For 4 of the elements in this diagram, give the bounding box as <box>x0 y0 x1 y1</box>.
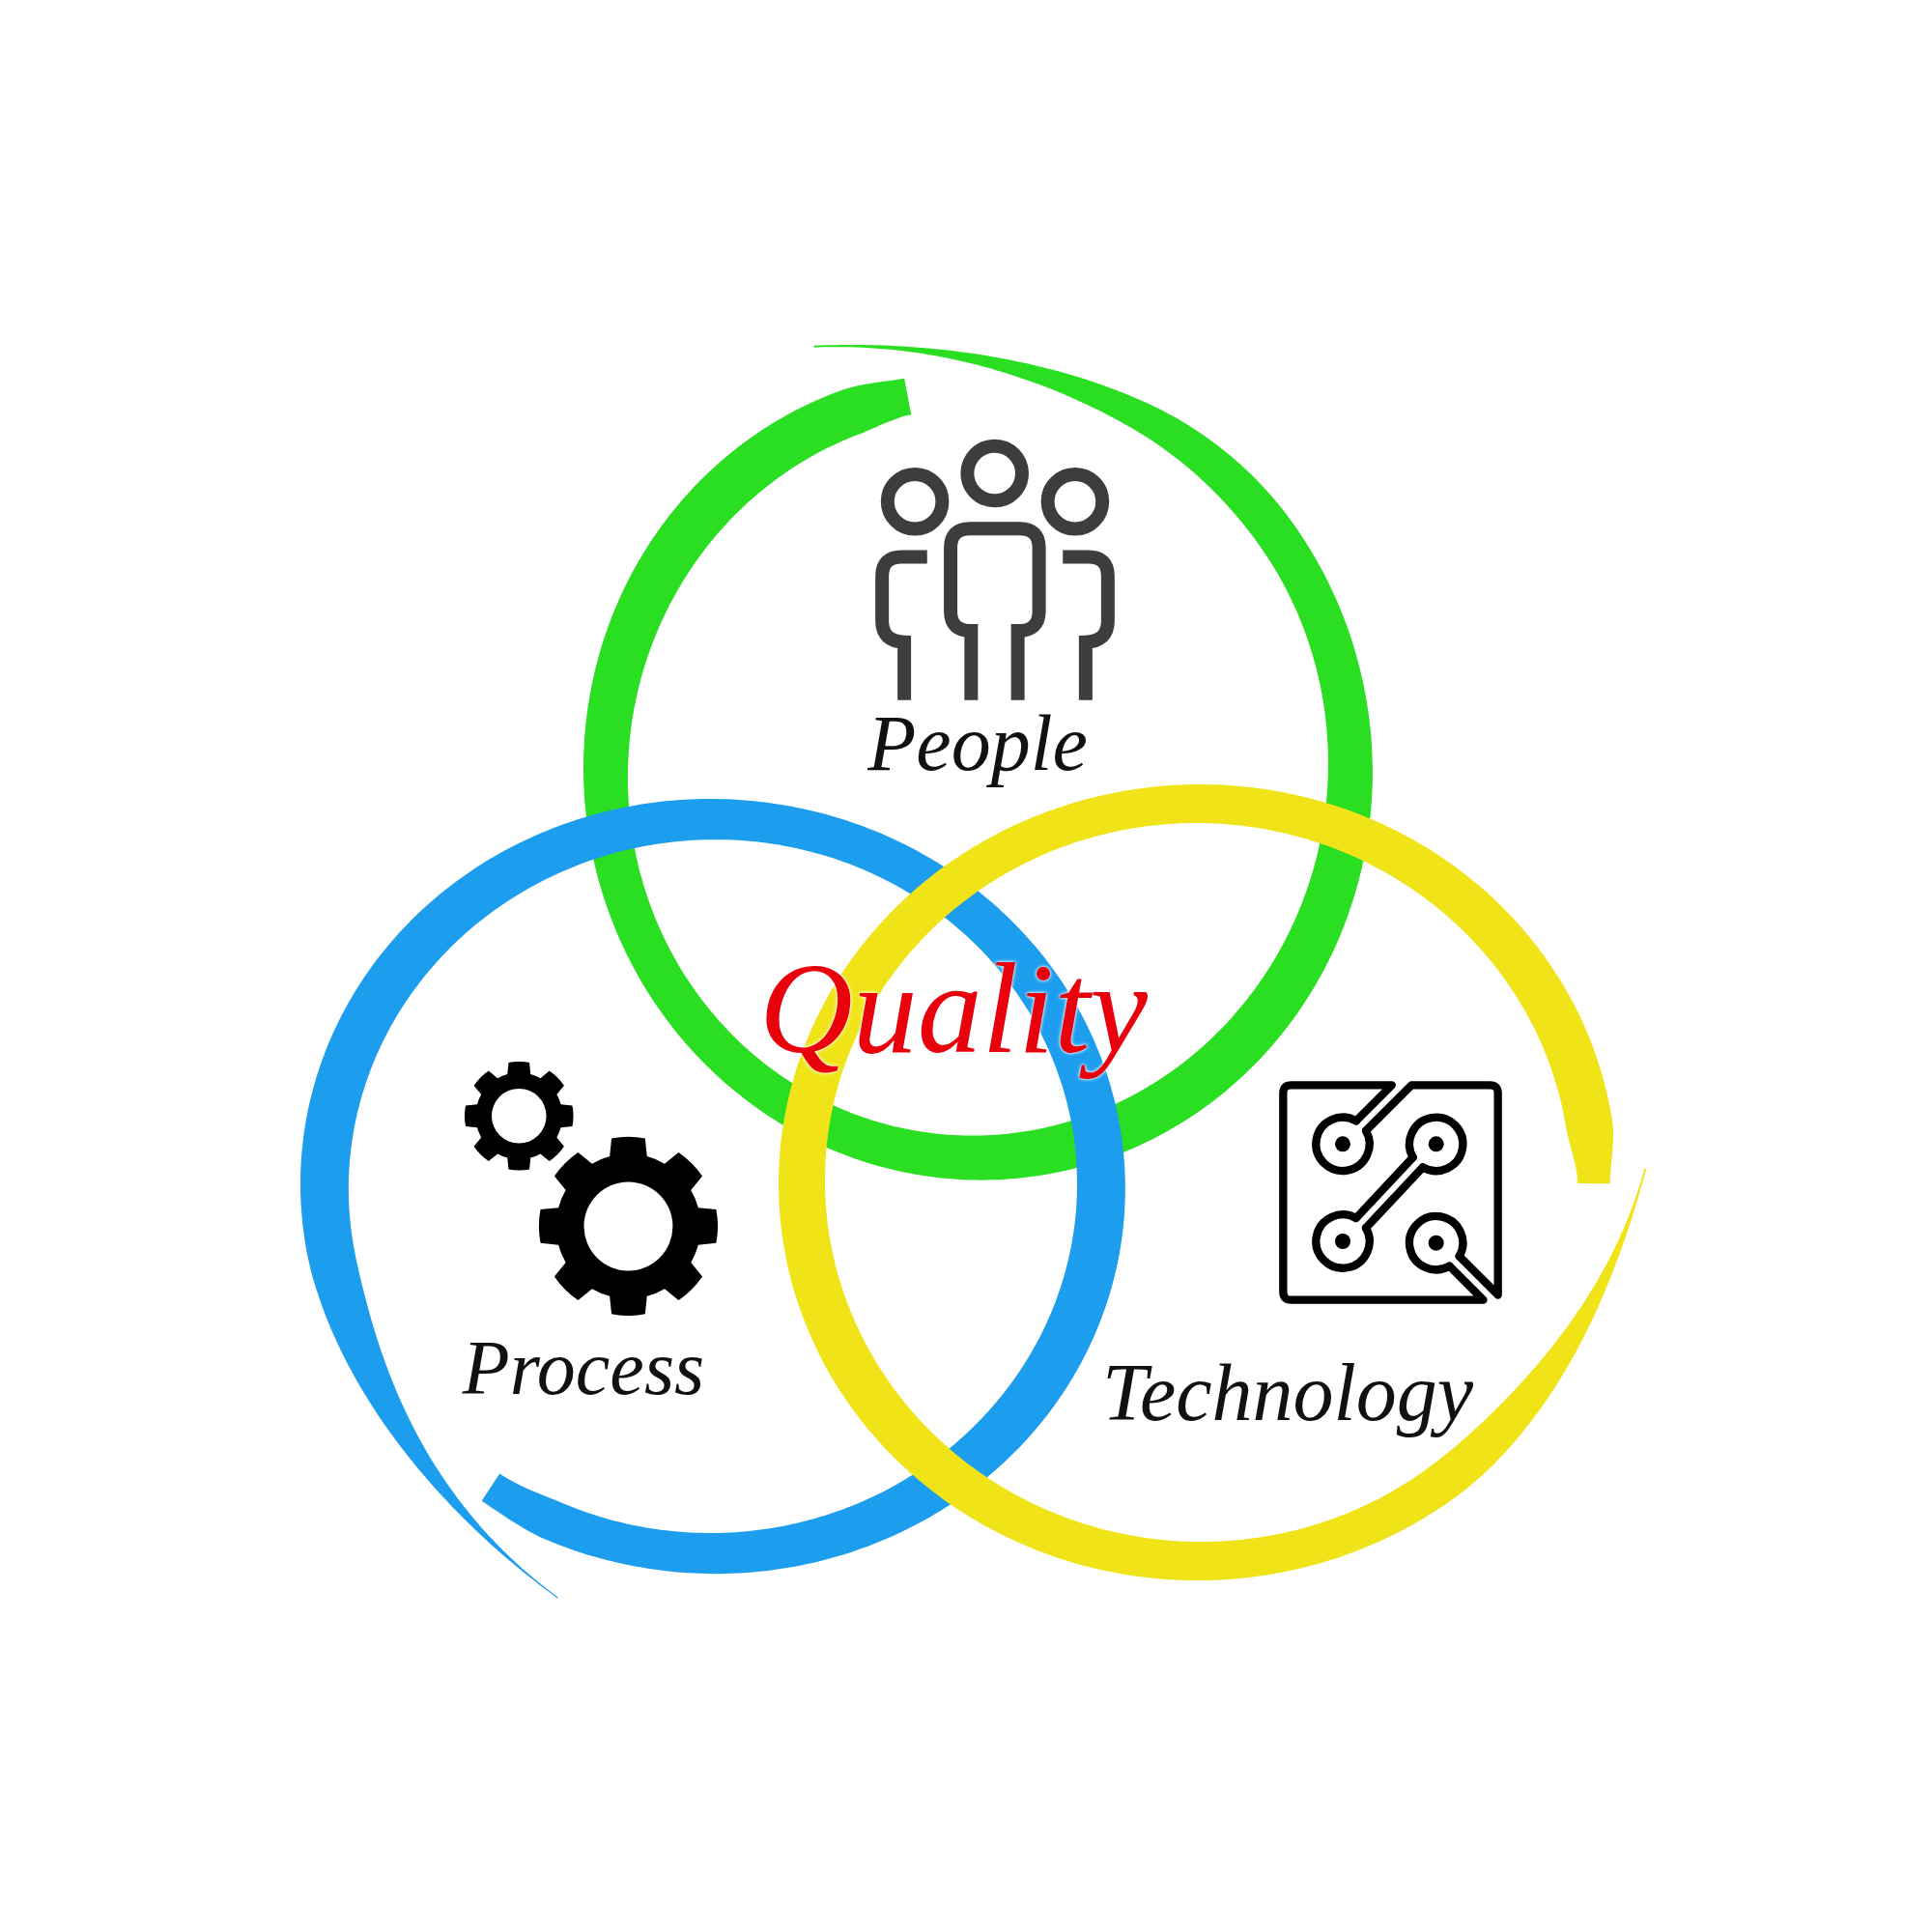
venn-ring <box>583 344 1374 1180</box>
category-label: Technology <box>1100 1352 1475 1437</box>
category-label: People <box>867 704 1089 787</box>
category-label: Process <box>461 1329 706 1410</box>
